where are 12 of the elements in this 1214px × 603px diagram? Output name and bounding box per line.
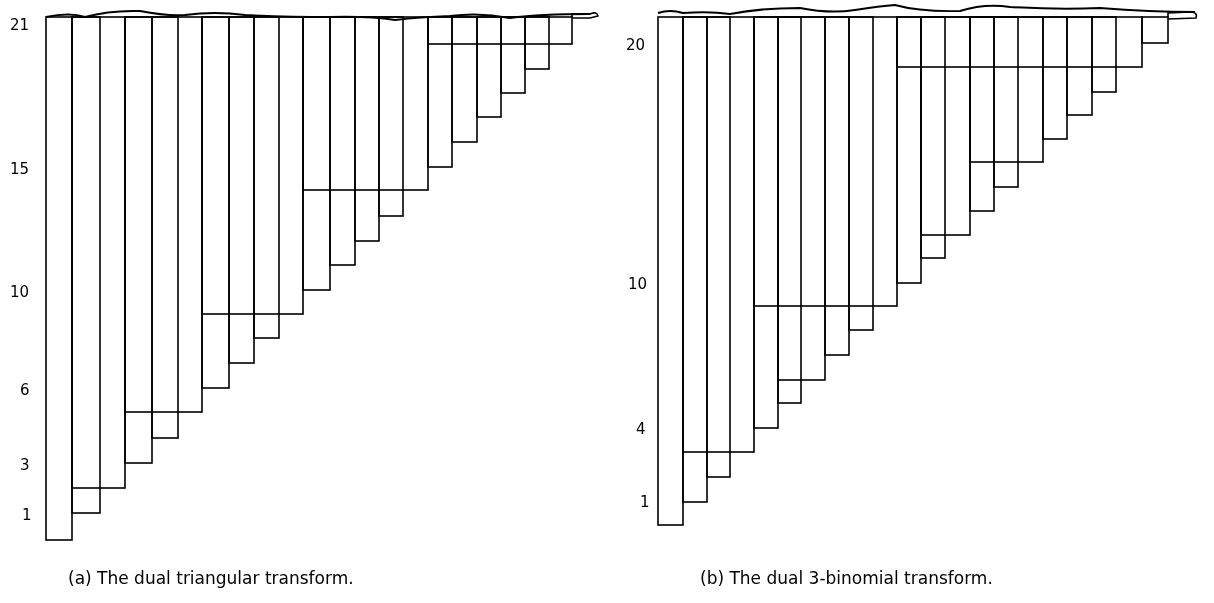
tick-label: 10 [10, 285, 30, 300]
tick-label: 1 [640, 495, 650, 510]
figure-caption: (a) The dual triangular transform. [68, 570, 354, 587]
tick-label: 21 [10, 18, 30, 33]
tick-label: 6 [20, 383, 30, 398]
tick-label: 1 [22, 508, 32, 523]
tick-label: 3 [20, 458, 30, 473]
tick-label: 4 [636, 422, 646, 437]
tick-label: 20 [626, 38, 646, 53]
figure-caption: (b) The dual 3-binomial transform. [700, 570, 993, 587]
tick-label: 10 [628, 277, 648, 292]
tick-label: 15 [10, 162, 30, 177]
